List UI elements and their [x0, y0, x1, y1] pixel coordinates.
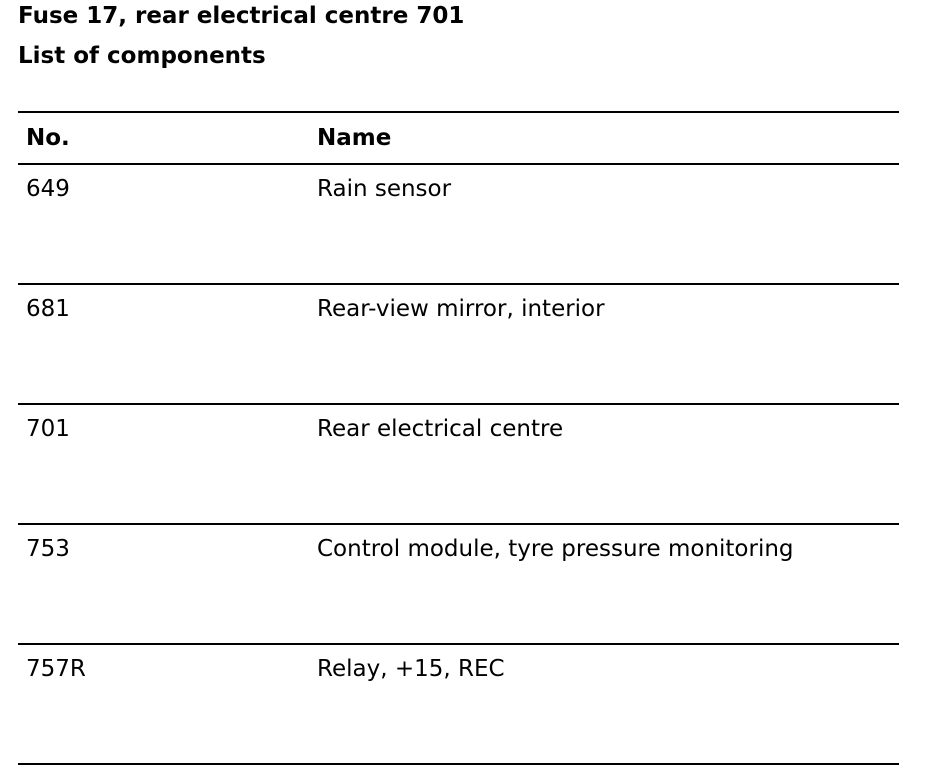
- table-header-row: No. Name: [18, 113, 899, 165]
- component-number: 753: [26, 536, 70, 562]
- document-title: Fuse 17, rear electrical centre 701: [18, 3, 465, 29]
- component-number: 649: [26, 176, 70, 202]
- table-row: 649 Rain sensor: [18, 165, 899, 285]
- table-row: 753 Control module, tyre pressure monito…: [18, 525, 899, 645]
- component-name: Rain sensor: [317, 176, 452, 202]
- component-name: Rear electrical centre: [317, 416, 564, 442]
- table-top-rule: [18, 111, 899, 113]
- component-number: 757R: [26, 656, 86, 682]
- table-row: 757R Relay, +15, REC: [18, 645, 899, 765]
- column-header-name: Name: [317, 125, 392, 151]
- table-row: 681 Rear-view mirror, interior: [18, 285, 899, 405]
- table-row: 701 Rear electrical centre: [18, 405, 899, 525]
- document-subtitle: List of components: [18, 43, 266, 69]
- component-number: 701: [26, 416, 70, 442]
- component-name: Control module, tyre pressure monitoring: [317, 536, 794, 562]
- column-header-no: No.: [26, 125, 70, 151]
- component-number: 681: [26, 296, 70, 322]
- components-table: No. Name 649 Rain sensor 681 Rear-view m…: [18, 111, 899, 765]
- component-name: Rear-view mirror, interior: [317, 296, 605, 322]
- component-name: Relay, +15, REC: [317, 656, 505, 682]
